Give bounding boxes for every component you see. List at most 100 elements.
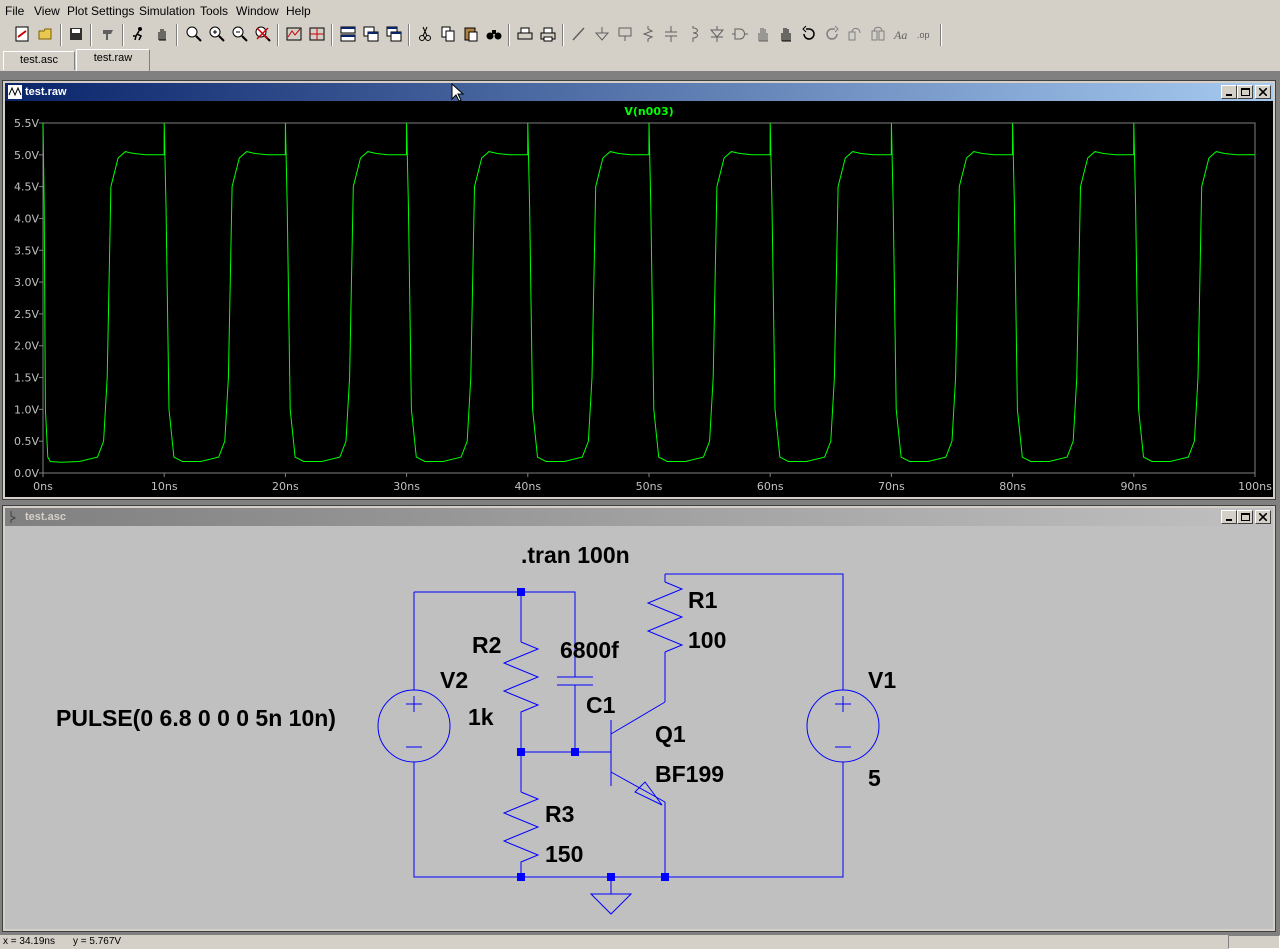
spice-directive[interactable]: .tran 100n xyxy=(521,542,630,568)
text-icon[interactable]: Aa xyxy=(891,24,911,44)
resistor-r2[interactable] xyxy=(502,641,540,732)
close-icon xyxy=(1259,88,1267,96)
capacitor-c1[interactable] xyxy=(557,676,593,686)
y-tick-label: 5.5V xyxy=(14,117,39,130)
svg-text:Aa: Aa xyxy=(893,28,907,42)
r1-value[interactable]: 100 xyxy=(688,627,726,653)
r3-name[interactable]: R3 xyxy=(545,801,574,827)
wire[interactable] xyxy=(665,573,844,690)
menu-tools[interactable]: Tools xyxy=(200,4,229,18)
y-tick-label: 4.5V xyxy=(14,181,39,194)
v2-value[interactable]: PULSE(0 6.8 0 0 0 5n 10n) xyxy=(56,705,336,731)
schematic-titlebar[interactable]: test.asc xyxy=(5,508,1273,526)
ground-icon[interactable] xyxy=(592,24,612,44)
resistor-r1[interactable] xyxy=(646,581,684,653)
r2-name[interactable]: R2 xyxy=(472,632,501,658)
wire[interactable] xyxy=(414,591,576,677)
zoom-fit-icon[interactable] xyxy=(253,24,273,44)
close-button[interactable] xyxy=(1255,85,1271,99)
paste-icon[interactable] xyxy=(461,24,481,44)
maximize-button[interactable] xyxy=(1237,85,1253,99)
x-tick-label: 40ns xyxy=(514,480,541,493)
trace-v-n003 xyxy=(42,122,1255,463)
y-tick-label: 4.0V xyxy=(14,212,39,225)
menu-window[interactable]: Window xyxy=(236,4,279,18)
open-icon[interactable] xyxy=(36,24,56,44)
find-icon[interactable] xyxy=(484,24,504,44)
pan-icon[interactable] xyxy=(152,24,172,44)
tab-test-asc[interactable]: test.asc xyxy=(3,51,75,70)
minimize-button[interactable] xyxy=(1221,510,1237,524)
tile-horizontal-icon[interactable] xyxy=(338,24,358,44)
wire-icon[interactable] xyxy=(569,24,589,44)
v1-value[interactable]: 5 xyxy=(868,765,881,791)
maximize-button[interactable] xyxy=(1237,510,1253,524)
mirror-icon[interactable] xyxy=(868,24,888,44)
wire[interactable] xyxy=(413,762,844,878)
resistor-r3[interactable] xyxy=(502,791,540,867)
y-tick-label: 5.0V xyxy=(14,149,39,162)
junction-dot xyxy=(517,748,525,756)
move-icon[interactable] xyxy=(753,24,773,44)
print-setup-icon[interactable] xyxy=(515,24,535,44)
minimize-button[interactable] xyxy=(1221,85,1237,99)
resistor-icon[interactable] xyxy=(638,24,658,44)
r3-value[interactable]: 150 xyxy=(545,841,583,867)
menu-plot-settings[interactable]: Plot Settings xyxy=(67,4,135,18)
tab-test-raw[interactable]: test.raw xyxy=(76,49,150,71)
cascade-icon[interactable] xyxy=(361,24,381,44)
label-net-icon[interactable] xyxy=(615,24,635,44)
tile-vertical-icon[interactable] xyxy=(384,24,404,44)
drag-icon[interactable] xyxy=(776,24,796,44)
junction-dot xyxy=(661,873,669,881)
save-icon[interactable] xyxy=(66,24,86,44)
zoom-area-icon[interactable] xyxy=(184,24,204,44)
menu-view[interactable]: View xyxy=(34,4,60,18)
new-schematic-icon[interactable] xyxy=(12,24,32,44)
menu-help[interactable]: Help xyxy=(286,4,311,18)
toolbar-separator xyxy=(176,24,178,46)
q1-name[interactable]: Q1 xyxy=(655,721,686,747)
run-icon[interactable] xyxy=(128,24,148,44)
copy-icon[interactable] xyxy=(438,24,458,44)
spice-directive-icon[interactable]: .op xyxy=(914,24,934,44)
waveform-plot[interactable]: V(n003) 5.5V5.0V4.5V4.0V3.5V3.0V2.5V2.0V… xyxy=(5,101,1273,497)
r1-name[interactable]: R1 xyxy=(688,587,718,613)
voltage-source-v2[interactable] xyxy=(377,689,451,763)
ground-symbol[interactable] xyxy=(589,893,633,915)
r2-value[interactable]: 1k xyxy=(468,704,494,730)
diode-icon[interactable] xyxy=(707,24,727,44)
zoom-out-icon[interactable] xyxy=(230,24,250,44)
undo-icon[interactable] xyxy=(799,24,819,44)
schematic-canvas[interactable]: .tran 100n R1 100 R2 1k 6800f C1 V2 PULS… xyxy=(5,526,1273,929)
q1-value[interactable]: BF199 xyxy=(655,761,724,787)
cut-icon[interactable] xyxy=(415,24,435,44)
x-tick-label: 90ns xyxy=(1120,480,1147,493)
menu-simulation[interactable]: Simulation xyxy=(139,4,196,18)
v2-name[interactable]: V2 xyxy=(440,667,468,693)
component-icon[interactable] xyxy=(730,24,750,44)
redo-icon[interactable] xyxy=(822,24,842,44)
zoom-in-icon[interactable] xyxy=(207,24,227,44)
autorange-icon[interactable] xyxy=(284,24,304,44)
maximize-icon xyxy=(1240,513,1250,521)
capacitor-icon[interactable] xyxy=(661,24,681,44)
print-icon[interactable] xyxy=(538,24,558,44)
transistor-q1[interactable] xyxy=(610,701,666,806)
minimize-icon xyxy=(1226,94,1232,96)
maximize-icon xyxy=(1240,88,1250,96)
voltage-source-v1[interactable] xyxy=(806,689,880,763)
close-button[interactable] xyxy=(1255,510,1271,524)
control-panel-icon[interactable] xyxy=(98,24,118,44)
inductor-icon[interactable] xyxy=(684,24,704,44)
rotate-icon[interactable] xyxy=(845,24,865,44)
waveform-titlebar[interactable]: test.raw xyxy=(5,83,1273,101)
trace-label[interactable]: V(n003) xyxy=(624,105,673,118)
resize-grip[interactable] xyxy=(1228,935,1280,949)
v1-name[interactable]: V1 xyxy=(868,667,896,693)
menu-file[interactable]: File xyxy=(5,4,25,18)
c1-value[interactable]: 6800f xyxy=(560,637,619,663)
mark-icon[interactable] xyxy=(307,24,327,44)
document-tabs: test.asc test.raw xyxy=(0,49,1280,71)
c1-name[interactable]: C1 xyxy=(586,692,616,718)
